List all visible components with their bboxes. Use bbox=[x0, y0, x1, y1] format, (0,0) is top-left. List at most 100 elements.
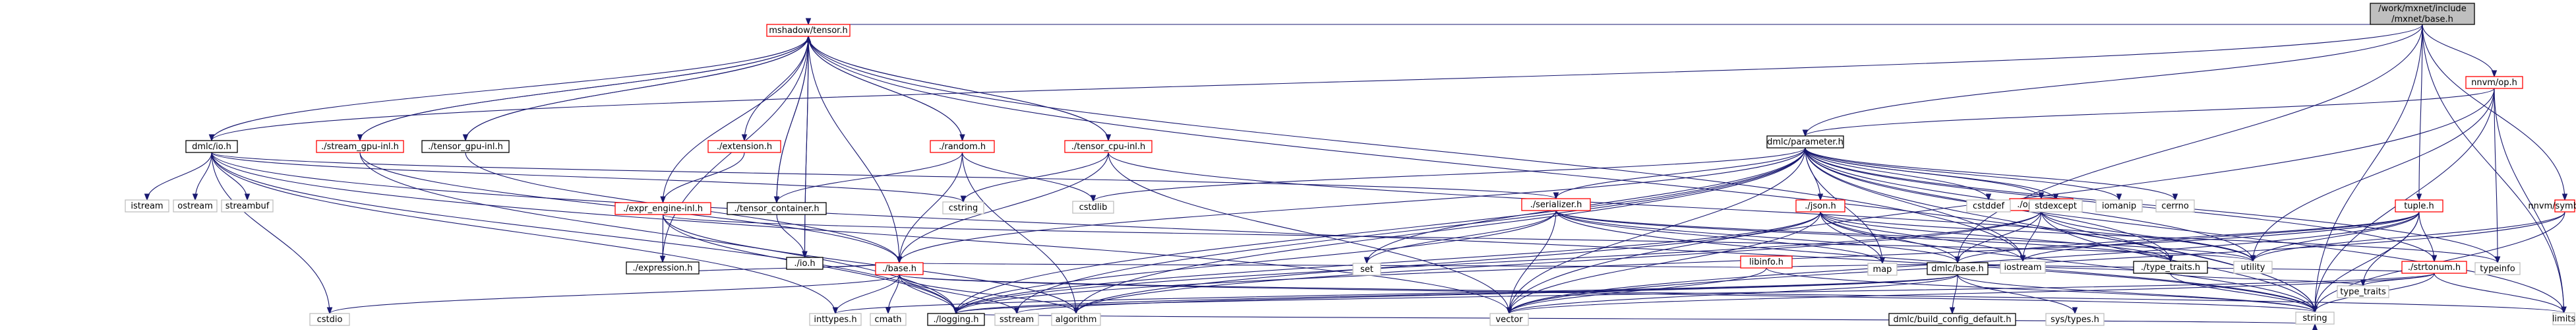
edge-base_h-to-limits bbox=[899, 274, 2565, 314]
node-libinfo[interactable]: libinfo.h bbox=[1740, 255, 1793, 269]
node-serializer[interactable]: ./serializer.h bbox=[1521, 198, 1591, 211]
node-box bbox=[786, 257, 824, 270]
edge-arrowhead-json-to-typeinfo bbox=[2494, 256, 2501, 264]
edge-stream_gpu_inl-to-mshadow_tensor bbox=[359, 36, 809, 141]
node-box bbox=[1521, 198, 1591, 211]
node-label: vector bbox=[1495, 315, 1523, 325]
node-tensor-container[interactable]: ./tensor_container.h bbox=[727, 202, 827, 215]
node-box bbox=[309, 313, 350, 326]
edge-root-to-nnvm_symbolic bbox=[2422, 24, 2565, 201]
edge-dmlc_parameter-to-base_h bbox=[899, 147, 1806, 263]
edge-optional-to-logging bbox=[955, 210, 2042, 314]
edge-optional-to-algorithm bbox=[1075, 210, 2042, 314]
node-algorithm: algorithm bbox=[1051, 313, 1101, 326]
node-label: cstdlib bbox=[1079, 203, 1108, 213]
edge-arrowhead-dmlc_parameter-to-optional bbox=[2038, 192, 2045, 200]
node-label: /work/mxnet/include bbox=[2378, 4, 2466, 14]
node-label: iomanip bbox=[2102, 201, 2136, 211]
edge-dmlc_io-to-logging bbox=[211, 152, 957, 314]
node-type-traits-h[interactable]: ./type_traits.h bbox=[2133, 261, 2208, 274]
node-label: cstdio bbox=[317, 315, 343, 325]
edge-dmlc_base-to-logging bbox=[955, 274, 1958, 314]
node-box bbox=[2045, 313, 2105, 326]
node-expression[interactable]: ./expression.h bbox=[626, 261, 700, 275]
node-strtonum[interactable]: ./strtonum.h bbox=[2401, 261, 2467, 274]
node-random[interactable]: ./random.h bbox=[930, 140, 995, 153]
node-utility: utility bbox=[2233, 261, 2273, 274]
node-extension[interactable]: ./extension.h bbox=[707, 140, 781, 153]
node-box bbox=[994, 313, 1039, 326]
node-box bbox=[2095, 199, 2143, 213]
node-box bbox=[1867, 263, 1898, 276]
edge-arrowhead-base_h-to-cmath bbox=[885, 307, 891, 315]
edge-base_h-to-sstream bbox=[899, 274, 1017, 314]
node-box bbox=[2370, 3, 2475, 25]
node-label: dmlc/io.h bbox=[192, 142, 231, 152]
node-box bbox=[1072, 201, 1114, 214]
edge-arrowhead-libinfo-to-base_h bbox=[896, 256, 903, 264]
node-iomanip: iomanip bbox=[2095, 199, 2143, 213]
edge-json-to-map bbox=[1820, 211, 1883, 264]
edge-arrowhead-dmlc_base-to-sstream bbox=[1013, 307, 1020, 315]
node-label: ./serializer.h bbox=[1530, 200, 1582, 210]
node-label: cmath bbox=[874, 315, 901, 325]
edge-optional-to-utility bbox=[2041, 210, 2254, 262]
edge-nnvm_symbolic-to-utility bbox=[2252, 211, 2565, 262]
node-logging[interactable]: ./logging.h bbox=[927, 313, 985, 326]
edge-tensor_gpu_inl-to-mshadow_tensor bbox=[465, 36, 809, 141]
node-nnvm-op[interactable]: nnvm/op.h bbox=[2465, 76, 2523, 89]
node-base-h[interactable]: ./base.h bbox=[875, 262, 924, 275]
node-tensor-cpu-inl[interactable]: ./tensor_cpu-inl.h bbox=[1064, 140, 1153, 153]
node-box bbox=[125, 199, 169, 213]
edge-arrowhead-dmlc_parameter-to-stdexcept bbox=[2052, 193, 2059, 201]
node-label: ./io.h bbox=[794, 259, 815, 269]
edge-root-to-string bbox=[2314, 24, 2423, 313]
node-root[interactable]: /work/mxnet/include/mxnet/base.h bbox=[2370, 3, 2475, 25]
edge-expr_engine_inl-to-mshadow_tensor bbox=[662, 36, 809, 203]
node-json[interactable]: ./json.h bbox=[1795, 199, 1845, 213]
edge-arrowhead-root-to-tuple bbox=[2416, 193, 2422, 201]
node-label: type_traits bbox=[2340, 287, 2386, 297]
edge-dmlc_io-to-inttypes bbox=[211, 152, 836, 314]
edge-tensor_cpu_inl-to-vector bbox=[1108, 152, 1510, 314]
node-nnvm-symbolic[interactable]: nnvm/symbolic.h bbox=[2528, 199, 2576, 213]
edge-dmlc_parameter-to-optional bbox=[1805, 147, 2042, 199]
node-box bbox=[173, 199, 218, 213]
edge-arrowhead-expr_engine_inl-to-expression bbox=[659, 255, 666, 263]
graph-edges bbox=[144, 18, 2568, 330]
node-label: typeinfo bbox=[2480, 264, 2515, 274]
edge-arrowhead-dmlc_io-to-istream bbox=[144, 193, 150, 201]
edge-arrowhead-dmlc_base-to-systypes bbox=[2072, 307, 2078, 315]
edge-json-to-string bbox=[1820, 211, 2316, 313]
node-box bbox=[2295, 312, 2335, 325]
node-box bbox=[2401, 261, 2467, 274]
node-dmlc-io[interactable]: dmlc/io.h bbox=[185, 140, 238, 153]
edge-libinfo-to-base_h bbox=[899, 262, 1767, 269]
node-tensor-gpu-inl[interactable]: ./tensor_gpu-inl.h bbox=[421, 140, 510, 153]
edge-arrowhead-root-to-nnvm_symbolic bbox=[2561, 193, 2568, 201]
node-mshadow-tensor[interactable]: mshadow/tensor.h bbox=[766, 24, 851, 37]
node-io-h[interactable]: ./io.h bbox=[786, 257, 824, 270]
node-dmlc-parameter[interactable]: dmlc/parameter.h bbox=[1766, 135, 1844, 148]
node-label: dmlc/build_config_default.h bbox=[1894, 315, 2012, 325]
edge-dmlc_parameter-to-algorithm bbox=[1075, 147, 1806, 314]
node-box bbox=[766, 24, 851, 37]
node-build-config[interactable]: dmlc/build_config_default.h bbox=[1888, 313, 2016, 326]
node-tuple[interactable]: tuple.h bbox=[2395, 199, 2443, 213]
node-dmlc-base[interactable]: dmlc/base.h bbox=[1927, 262, 1989, 275]
edge-arrowhead-nnvm_op-to-dmlc_parameter bbox=[1802, 129, 1809, 137]
edge-serializer-to-dmlc_base bbox=[1555, 210, 1958, 263]
node-label: nnvm/op.h bbox=[2471, 78, 2517, 88]
edge-type_traits_h-to-string bbox=[2170, 273, 2316, 313]
node-box bbox=[2029, 199, 2083, 213]
edge-arrowhead-base_h-to-algorithm bbox=[1073, 307, 1079, 315]
edge-arrowhead-json-to-map bbox=[1879, 257, 1886, 265]
edge-arrowhead-dmlc_parameter-to-json bbox=[1817, 193, 1824, 201]
node-label: map bbox=[1873, 265, 1892, 275]
node-expr-engine-inl[interactable]: ./expr_engine-inl.h bbox=[614, 202, 711, 215]
node-box bbox=[2337, 285, 2389, 298]
node-stream-gpu-inl[interactable]: ./stream_gpu-inl.h bbox=[316, 140, 404, 153]
edge-json-to-dmlc_base bbox=[1820, 211, 1958, 263]
edge-optional-to-iostream bbox=[2022, 210, 2042, 262]
node-ostream: ostream bbox=[173, 199, 218, 213]
